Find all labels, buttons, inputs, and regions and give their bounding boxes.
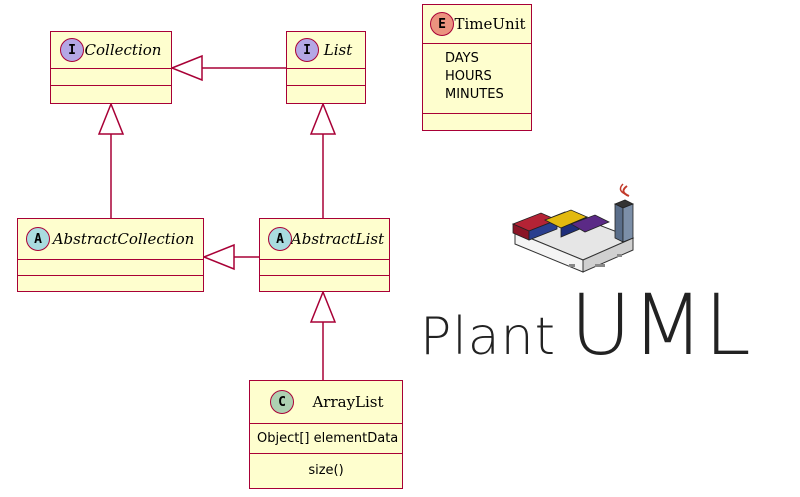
fields-compartment: [18, 259, 203, 275]
class-icon: C: [270, 390, 294, 414]
class-list: I List: [286, 31, 366, 104]
fields-compartment: [287, 68, 365, 85]
class-name: TimeUnit: [454, 15, 526, 33]
methods-compartment: [287, 85, 365, 86]
interface-icon: I: [295, 38, 319, 62]
method: size(): [308, 463, 344, 478]
methods-compartment: [18, 275, 203, 276]
class-collection: I Collection: [50, 31, 172, 104]
enum-values-compartment: DAYS HOURS MINUTES: [423, 43, 531, 113]
logo-word-uml: UML: [570, 276, 751, 374]
class-name: ArrayList: [312, 393, 384, 411]
arrowhead-list: [309, 101, 337, 135]
enum-value: HOURS: [445, 69, 492, 84]
class-list-header: I List: [287, 32, 365, 68]
fields-compartment: [260, 259, 389, 275]
arrowhead-abstractlist: [309, 289, 337, 323]
plantuml-logo-icon: [511, 183, 635, 273]
methods-compartment: [423, 113, 531, 114]
enum-icon: E: [430, 12, 454, 36]
class-arraylist-header: C ArrayList: [250, 381, 402, 423]
methods-compartment: [260, 275, 389, 276]
methods-compartment: size(): [250, 453, 402, 487]
class-abstractlist-header: A AbstractList: [260, 219, 389, 259]
abstract-class-icon: A: [26, 227, 50, 251]
enum-value: DAYS: [445, 51, 479, 66]
enum-value: MINUTES: [445, 87, 504, 102]
arrowhead-collection-bottom: [97, 101, 125, 135]
abstract-class-icon: A: [268, 227, 292, 251]
class-collection-header: I Collection: [51, 32, 171, 68]
class-name: AbstractCollection: [52, 230, 195, 248]
class-name: Collection: [84, 41, 162, 59]
arrowhead-abstractcollection: [201, 243, 235, 271]
enum-timeunit-header: E TimeUnit: [423, 5, 531, 43]
fields-compartment: [51, 68, 171, 85]
class-abstractcollection: A AbstractCollection: [17, 218, 204, 292]
class-arraylist: C ArrayList Object[] elementData size(): [249, 380, 403, 489]
methods-compartment: [51, 85, 171, 86]
arrowhead-collection: [169, 54, 203, 82]
class-abstractcollection-header: A AbstractCollection: [18, 219, 203, 259]
fields-compartment: Object[] elementData: [250, 423, 402, 453]
class-name: List: [323, 41, 353, 59]
interface-icon: I: [60, 38, 84, 62]
class-name: AbstractList: [290, 230, 385, 248]
logo-word-plant: Plant: [420, 307, 557, 367]
enum-timeunit: E TimeUnit DAYS HOURS MINUTES: [422, 4, 532, 131]
field: Object[] elementData: [257, 431, 399, 446]
class-abstractlist: A AbstractList: [259, 218, 390, 292]
